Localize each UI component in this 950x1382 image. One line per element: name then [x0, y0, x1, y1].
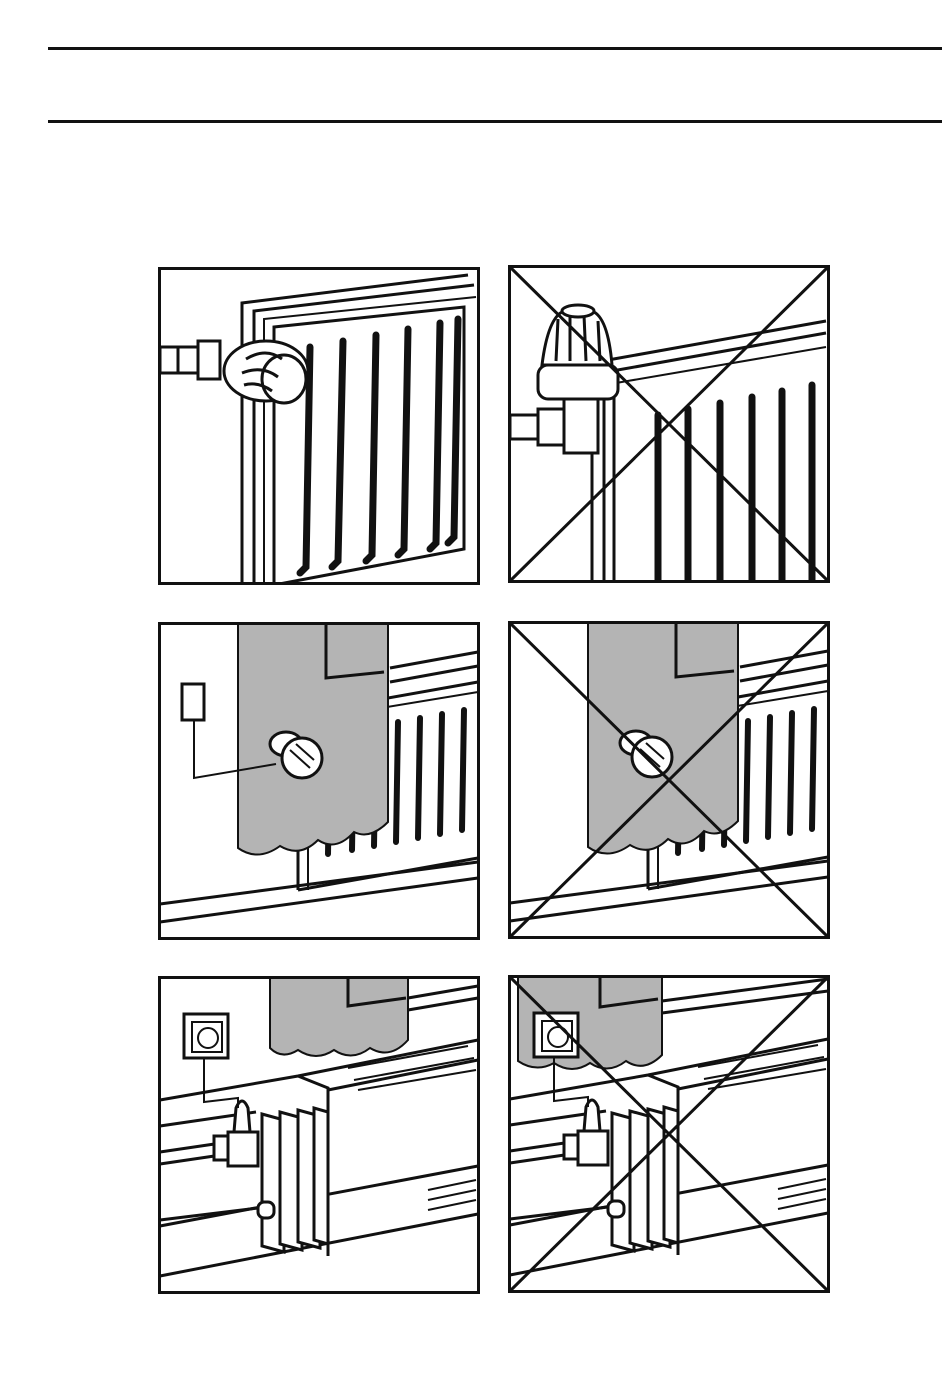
radiator-illustration: [508, 621, 830, 939]
radiator-illustration: [158, 622, 480, 940]
radiator-illustration: [508, 265, 830, 583]
header-rule-top: [48, 47, 942, 50]
figure-panel-correct-horizontal-thermostat: [158, 267, 480, 585]
curtain: [238, 624, 388, 855]
radiator-illustration: [508, 975, 830, 1293]
figure-panel-incorrect-no-remote-sensor: [508, 621, 830, 939]
figure-panel-incorrect-remote-control-covered: [508, 975, 830, 1293]
curtain: [588, 623, 738, 854]
figure-panel-incorrect-vertical-thermostat: [508, 265, 830, 583]
thermostat-head-icon: [224, 341, 308, 403]
radiator-illustration: [158, 976, 480, 1294]
curtain: [270, 978, 408, 1056]
radiator-sections: [262, 1108, 328, 1252]
remote-control-icon: [534, 1013, 578, 1057]
figure-panel-correct-remote-control: [158, 976, 480, 1294]
figure-panel-correct-remote-sensor: [158, 622, 480, 940]
radiator-illustration: [158, 267, 480, 585]
remote-sensor-icon: [182, 684, 204, 720]
remote-control-icon: [184, 1014, 228, 1058]
header-rule-bottom: [48, 120, 942, 123]
